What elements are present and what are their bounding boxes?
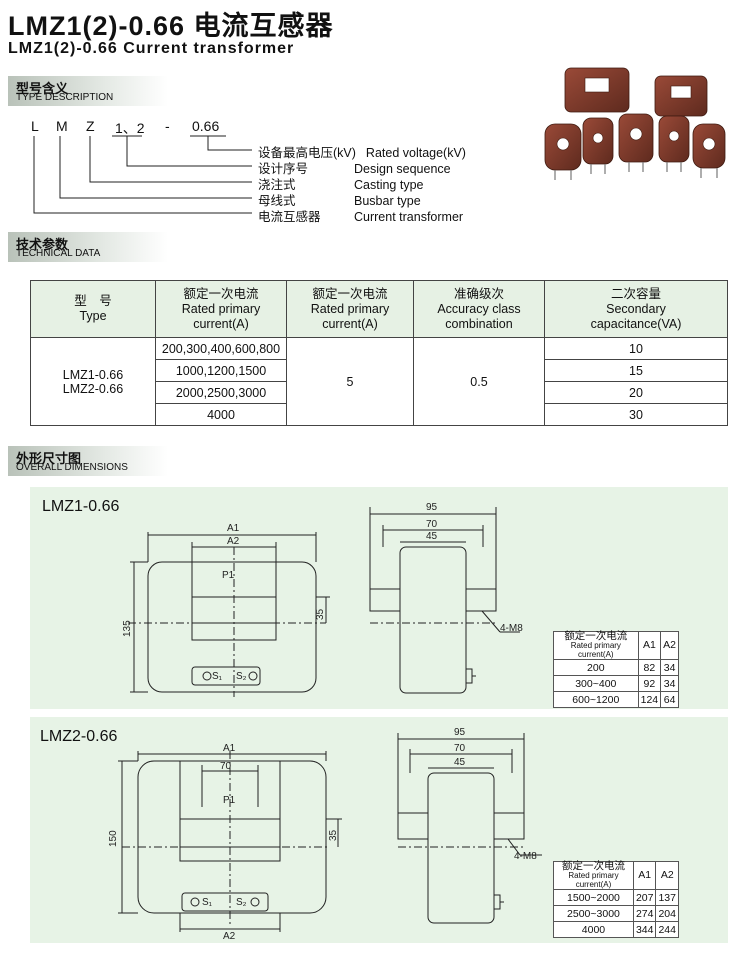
- section-title-en: OVERALL DIMENSIONS: [16, 462, 128, 473]
- lmz2-dim-95: 95: [454, 727, 466, 738]
- spec-capacity-cell: 10: [544, 337, 728, 360]
- lmz1-dim-s2: S₂: [236, 671, 247, 682]
- section-header-overall-dimensions: 外形尺寸图 OVERALL DIMENSIONS: [8, 446, 168, 476]
- lmz1-dim-a2: A2: [227, 536, 240, 547]
- section-title-cn: 型号含义: [16, 81, 69, 96]
- lmz2-dim-p1: P1: [223, 795, 236, 806]
- lmz1-dim-95: 95: [426, 502, 438, 513]
- section-header-technical-data: 技术参数 TECHNICAL DATA: [8, 232, 168, 262]
- spec-current-cell: 1000,1200,1500: [155, 359, 287, 382]
- page-title: LMZ1(2)-0.66 电流互感器: [8, 11, 334, 41]
- page-subtitle: LMZ1(2)-0.66 Current transformer: [8, 40, 295, 57]
- spec-capacity-cell: 30: [544, 403, 728, 426]
- lmz2-table-header-a1: A1: [632, 861, 657, 890]
- lmz1-dim-70: 70: [426, 519, 438, 530]
- type-code-l: L: [31, 118, 39, 134]
- lmz1-dim-s1: S₁: [212, 671, 223, 682]
- lmz1-label: LMZ1-0.66: [42, 498, 120, 515]
- spec-current-cell: 200,300,400,600,800: [155, 337, 287, 360]
- product-photo: [544, 67, 726, 180]
- lmz1-dim-a1: A1: [227, 523, 240, 534]
- lmz2-dim-70: 70: [454, 743, 466, 754]
- lmz2-dim-s2: S₂: [236, 897, 247, 908]
- lmz1-drawing: A1 A2 P1 135 35 S₁ S₂ 95 70 45 4-M8: [122, 502, 523, 697]
- section-title-cn: 外形尺寸图: [16, 451, 82, 466]
- spec-current-cell: 2000,2500,3000: [155, 381, 287, 404]
- lmz2-dim-a2: A2: [223, 931, 236, 942]
- lmz1-dim-45: 45: [426, 531, 438, 542]
- lmz1-table-header-a2: A2: [660, 631, 679, 660]
- lmz2-table-header-a2: A2: [655, 861, 679, 890]
- lmz2-dim-bolt: 4-M8: [514, 851, 537, 862]
- section-header-type-description: 型号含义 TYPE DESCRIPTION: [8, 76, 168, 106]
- type-code-seq: 1、2: [115, 120, 145, 136]
- spec-capacity-cell: 20: [544, 381, 728, 404]
- type-code-m: M: [56, 118, 68, 134]
- lmz2-dim-a1: A1: [223, 743, 236, 754]
- type-code-dash: -: [165, 118, 170, 134]
- spec-accuracy-cell: 0.5: [413, 337, 545, 426]
- section-title-cn: 技术参数: [16, 237, 69, 252]
- lmz2-dim-s1: S₁: [202, 897, 213, 908]
- lmz2-dim-b: 35: [328, 829, 339, 841]
- lmz1-dim-h: 135: [122, 620, 133, 637]
- lmz2-drawing: A1 70 P1 A2 150 35 S₁ S₂ 95 70 45 4-M8: [108, 727, 542, 942]
- desc-voltage: 设备最高电压(kV)Rated voltage(kV): [258, 146, 466, 160]
- table-row: 2000,2500,3000 20: [31, 381, 728, 404]
- lmz1-dim-b: 35: [315, 608, 326, 620]
- lmz1-table-header-a1: A1: [637, 631, 662, 660]
- lmz1-dim-p1: P1: [222, 570, 235, 581]
- type-code-z: Z: [86, 118, 95, 134]
- lmz2-dim-45: 45: [454, 757, 466, 768]
- section-title-en: TYPE DESCRIPTION: [16, 92, 114, 103]
- section-title-en: TECHNICAL DATA: [16, 248, 101, 259]
- spec-capacity-cell: 15: [544, 359, 728, 382]
- type-code-voltage: 0.66: [192, 118, 220, 134]
- type-code-leader-lines: [33, 135, 252, 214]
- table-row: 4000 30: [31, 403, 728, 426]
- lmz2-dim-70-top: 70: [220, 761, 232, 772]
- lmz2-label: LMZ2-0.66: [40, 728, 118, 745]
- lmz2-dim-h: 150: [108, 830, 119, 847]
- spec-current-cell: 4000: [155, 403, 287, 426]
- lmz1-dim-bolt: 4-M8: [500, 623, 523, 634]
- spec-rated-cell: 5: [286, 337, 414, 426]
